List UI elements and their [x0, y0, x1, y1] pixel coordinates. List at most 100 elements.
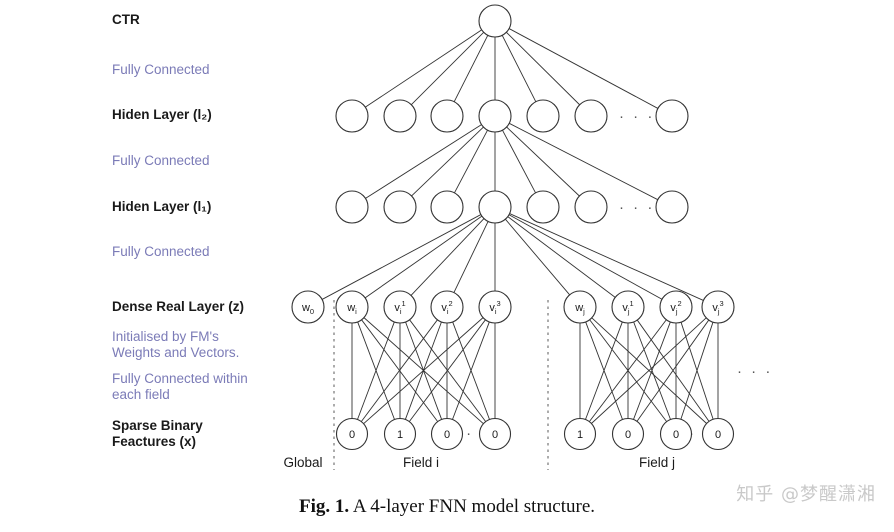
edge-field-i-2-0 [360, 319, 438, 422]
row-label-fully-connected-within-field: Fully Connected within each field [112, 371, 248, 402]
edge-field-j-2-1 [633, 321, 671, 420]
node-sparse-field-i-2-circle [430, 417, 464, 451]
node-dense-field-j-0-label: wj [574, 302, 585, 316]
node-sparse-field-i-2-value: 0 [444, 429, 450, 441]
row-label-fully-connected-2: Fully Connected [112, 153, 210, 168]
node-hidden-l1-3 [478, 190, 512, 224]
node-hidden-l1-2 [430, 190, 464, 224]
row-label-fully-connected-3: Fully Connected [112, 244, 210, 259]
node-sparse-field-i-0-circle [335, 417, 369, 451]
edge-l2-l1-0 [365, 124, 482, 199]
figure-caption: Fig. 1. A 4-layer FNN model structure. [0, 496, 894, 518]
row-label-ctr: CTR [112, 12, 140, 27]
node-hidden-l1-5 [574, 190, 608, 224]
node-dense-field-j-3-circle [701, 290, 735, 324]
edge-l1-dense-5 [505, 218, 570, 296]
node-sparse-field-j-1-value: 0 [625, 429, 631, 441]
node-hidden-l2-1 [383, 99, 417, 133]
node-dense-field-i-1-label: vi1 [394, 299, 405, 316]
node-dense-field-j-1-label: vj1 [622, 299, 633, 316]
ellipsis-more-fields: · · · [737, 363, 773, 380]
node-hidden-l1-4 [526, 190, 560, 224]
node-ctr-output [478, 4, 512, 38]
node-sparse-field-j-3-value: 0 [715, 429, 721, 441]
field-label-global: Global [283, 455, 323, 470]
node-sparse-field-j-3-circle [701, 417, 735, 451]
ellipsis-hidden-l2: · · · [619, 108, 655, 125]
node-dense-field-i-3-circle [478, 290, 512, 324]
node-dense-field-j-2-label: vj2 [670, 299, 681, 316]
edge-l1-dense-1 [364, 215, 483, 299]
edge-ctr-l2-4 [501, 35, 537, 102]
edge-l2-l1-5 [506, 126, 580, 197]
edge-field-i-3-1 [408, 319, 486, 422]
field-label-field-i: Field i [402, 455, 439, 470]
node-dense-field-j-0-circle [563, 290, 597, 324]
node-hidden-l1-1 [383, 190, 417, 224]
node-hidden-l1-0 [335, 190, 369, 224]
field-separator-layer [333, 300, 549, 470]
node-dense-field-i-0-label: wi [346, 302, 357, 316]
edge-l1-dense-2 [410, 218, 485, 296]
node-dense-field-i-0-circle [335, 290, 369, 324]
node-dense-field-j-2-circle [659, 290, 693, 324]
node-sparse-field-i-1-value: 1 [397, 429, 403, 441]
edge-l1-dense-7 [508, 214, 663, 300]
edge-l1-dense-3 [453, 221, 489, 293]
node-dense-field-j-3-label: vj3 [712, 299, 723, 316]
field-label-field-j: Field j [638, 455, 675, 470]
edge-field-i-1-0 [357, 321, 395, 420]
edge-l2-l1-6 [509, 122, 658, 201]
row-label-hidden-layer-l2: Hiden Layer (l₂) [112, 107, 212, 122]
node-sparse-field-i-0-value: 0 [349, 429, 355, 441]
node-dense-global-0-circle [291, 290, 325, 324]
edge-l2-l1-2 [454, 129, 488, 194]
caption-text: A 4-layer FNN model structure. [352, 496, 596, 517]
node-dense-field-i-2-label: vi2 [441, 299, 452, 316]
node-dense-field-i-1-circle [383, 290, 417, 324]
edge-field-j-3-0 [591, 317, 707, 424]
row-label-dense-real-layer: Dense Real Layer (z) [112, 299, 245, 314]
edge-l1-dense-0 [321, 214, 482, 300]
edge-l1-dense-8 [509, 213, 704, 301]
node-hidden-l1-6 [655, 190, 689, 224]
node-hidden-l2-5 [574, 99, 608, 133]
node-sparse-field-i-3-value: 0 [492, 429, 498, 441]
node-dense-field-i-2-circle [430, 290, 464, 324]
row-label-fully-connected-1: Fully Connected [112, 62, 210, 77]
ellipsis-hidden-l1: · · · [619, 199, 655, 216]
row-label-initialised-by-fm: Initialised by FM's Weights and Vectors. [112, 329, 240, 360]
edge-field-i-3-2 [452, 321, 490, 420]
caption-label: Fig. 1. [298, 496, 350, 517]
edge-field-i-3-0 [363, 317, 484, 425]
edge-ctr-l2-6 [508, 28, 659, 109]
node-sparse-field-j-2-value: 0 [673, 429, 679, 441]
edge-field-j-3-1 [636, 319, 710, 422]
node-hidden-l2-3 [478, 99, 512, 133]
node-sparse-field-j-1-circle [611, 417, 645, 451]
edge-field-j-1-0 [585, 321, 623, 420]
edge-ctr-l2-2 [453, 35, 489, 102]
row-label-hidden-layer-l1: Hiden Layer (l₁) [112, 199, 212, 214]
edge-ctr-l2-5 [506, 31, 580, 106]
node-hidden-l2-0 [335, 99, 369, 133]
edge-field-j-2-0 [588, 319, 667, 422]
node-hidden-l2-2 [430, 99, 464, 133]
node-dense-global-0-label: w0 [301, 302, 314, 316]
watermark: 知乎 @梦醒潇湘 [736, 484, 876, 505]
row-label-sparse-binary-features: Sparse Binary Feactures (x) [112, 418, 203, 449]
node-sparse-field-i-1-circle [383, 417, 417, 451]
node-hidden-l2-6 [655, 99, 689, 133]
edge-l1-dense-6 [507, 216, 616, 298]
edge-l2-l1-4 [502, 129, 536, 194]
edge-ctr-l2-0 [365, 29, 482, 108]
node-sparse-field-j-2-circle [659, 417, 693, 451]
node-sparse-field-j-0-circle [563, 417, 597, 451]
node-hidden-l2-4 [526, 99, 560, 133]
node-dense-field-i-3-label: vi3 [489, 299, 500, 316]
edge-ctr-l2-1 [410, 31, 485, 106]
node-sparse-field-i-3-circle [478, 417, 512, 451]
